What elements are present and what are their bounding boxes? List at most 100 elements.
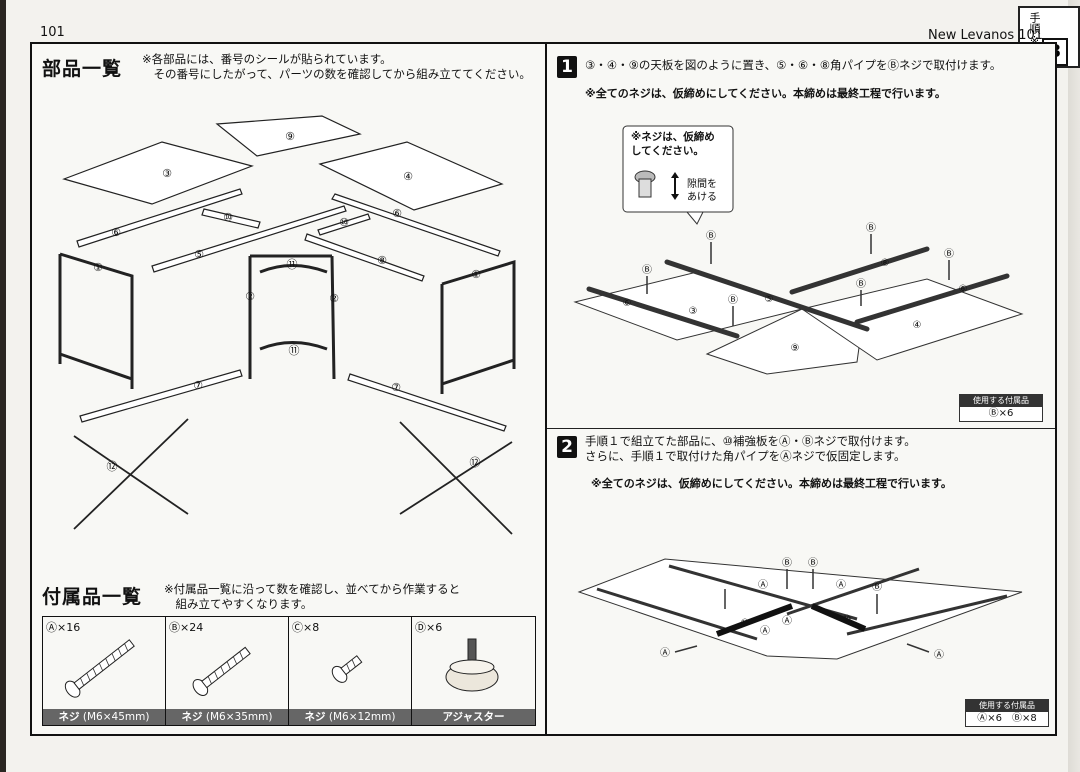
- step1-diagram: Ⓑ Ⓑ Ⓑ Ⓑ Ⓑ Ⓑ ⑧ ⑤ ⑥ ⑥ ③ ④ ⑨: [573, 125, 1024, 375]
- parts-diagram: ⑨ ③ ④ ⑩ ⑥ ⑩ ⑥ ⑤ ⑪ ⑧ ① ② ② ① ⑪ ⑦ ⑦ ⑫ ⑫: [58, 115, 516, 535]
- frame-1-left: [58, 252, 134, 389]
- accessory-d: Ⓓ×6 アジャスター: [412, 617, 535, 725]
- step1-label: Ⓑ: [728, 294, 738, 306]
- step1-label: ④: [913, 320, 922, 331]
- part-label: ⑨: [285, 130, 295, 143]
- part-label: ⑧: [377, 254, 387, 267]
- s1-pipe-6b: [854, 273, 1010, 325]
- accessory-name: アジャスター: [442, 711, 505, 723]
- s1-board-4: [800, 278, 1024, 361]
- step1-label: Ⓑ: [866, 222, 876, 234]
- pipe-6a: [76, 188, 243, 248]
- accessory-spec: (M6×12mm): [328, 711, 396, 723]
- part-label: ④: [403, 170, 413, 183]
- step1-label: ⑨: [791, 343, 800, 354]
- accessory-code: Ⓓ×6: [415, 621, 443, 634]
- tip-gap-text: 隙間を あける: [687, 179, 717, 203]
- parts-note: ※各部品には、番号のシールが貼られています。 その番号にしたがって、パーツの数を…: [142, 52, 531, 81]
- part-label: ⑥: [392, 207, 402, 220]
- part-label: ③: [162, 167, 172, 180]
- board-9: [215, 115, 362, 157]
- cross-12a-2: [73, 418, 189, 530]
- pipe-7a: [79, 369, 243, 423]
- step1-label: ⑤: [765, 294, 774, 305]
- step2-label: Ⓐ: [836, 579, 846, 591]
- brace-11-bottom: [259, 341, 328, 351]
- accessories-table: Ⓐ×16 ネジ (M6×45mm) Ⓑ×24 ネジ (M6×35mm) Ⓒ×8 …: [42, 616, 536, 726]
- adjuster-icon: [445, 638, 499, 692]
- part-label: ⑪: [289, 344, 300, 357]
- tip-bubble: [622, 125, 734, 225]
- medium-screw-icon: [192, 646, 251, 696]
- part-label: ⑦: [193, 379, 203, 392]
- step1-label: Ⓑ: [642, 264, 652, 276]
- step1-number: 1: [557, 56, 577, 78]
- part-label: ①: [93, 261, 103, 274]
- step1-text: ③・④・⑨の天板を図のように置き、⑤・⑥・⑧角パイプをⒷネジで取付けます。: [585, 58, 1002, 72]
- plate-10a: [201, 208, 261, 229]
- used-value: Ⓑ×6: [988, 408, 1014, 419]
- pipe-7b: [347, 373, 507, 432]
- step2-used-accessories: 使用する付属品 Ⓐ×6 Ⓑ×8: [965, 699, 1049, 727]
- used-value: Ⓐ×6 Ⓑ×8: [977, 713, 1037, 724]
- short-screw-icon: [331, 655, 363, 683]
- accessory-spec: (M6×35mm): [205, 711, 273, 723]
- step-divider: [547, 428, 1055, 429]
- step2-label: Ⓐ: [758, 579, 768, 591]
- step2-label: Ⓑ: [872, 581, 882, 593]
- page-number: 101: [40, 25, 65, 40]
- part-label: ②: [245, 290, 255, 303]
- accessory-c: Ⓒ×8 ネジ (M6×12mm): [289, 617, 412, 725]
- used-title: 使用する付属品: [966, 700, 1048, 712]
- accessory-a: Ⓐ×16 ネジ (M6×45mm): [43, 617, 166, 725]
- accessory-name: ネジ: [58, 711, 80, 723]
- s1-pipe-5: [664, 259, 870, 332]
- legs-2: [248, 254, 336, 380]
- part-label: ⑩: [339, 216, 349, 229]
- step1-label: ⑥: [959, 284, 968, 295]
- step2-label: Ⓐ: [760, 625, 770, 637]
- pipe-5: [151, 205, 347, 273]
- part-label: ⑫: [470, 456, 481, 469]
- frame-1-right: [440, 259, 516, 394]
- step1-label: ③: [689, 306, 698, 317]
- step2-label: Ⓐ: [660, 647, 670, 659]
- step1-label: Ⓑ: [944, 248, 954, 260]
- step2-label: ⑩: [843, 614, 852, 625]
- part-label: ⑩: [223, 211, 233, 224]
- part-label: ①: [471, 268, 481, 281]
- pipe-6b: [331, 193, 501, 257]
- step1-label: Ⓑ: [856, 278, 866, 290]
- board-4: [318, 141, 504, 211]
- part-label: ⑦: [391, 381, 401, 394]
- part-label: ⑪: [287, 258, 298, 271]
- cross-12b-2: [399, 441, 513, 515]
- step1-used-accessories: 使用する付属品 Ⓑ×6: [959, 394, 1043, 422]
- step2-label: Ⓐ: [934, 649, 944, 661]
- pipe-8: [304, 233, 425, 282]
- step1-warning: ※全てのネジは、仮締めにしてください。本締めは最終工程で行います。: [585, 87, 946, 100]
- steps-panel: 1 ③・④・⑨の天板を図のように置き、⑤・⑥・⑧角パイプをⒷネジで取付けます。 …: [545, 42, 1057, 736]
- step2-label: Ⓐ: [782, 615, 792, 627]
- step2-label: ⑩: [741, 618, 750, 629]
- step2-warning: ※全てのネジは、仮締めにしてください。本締めは最終工程で行います。: [591, 477, 952, 490]
- board-3: [62, 141, 254, 205]
- accessory-code: Ⓐ×16: [46, 621, 81, 634]
- accessories-title: 付属品一覧: [42, 586, 143, 608]
- accessory-spec: (M6×45mm): [82, 711, 150, 723]
- part-label: ⑫: [107, 460, 118, 473]
- part-label: ⑤: [194, 248, 204, 261]
- used-title: 使用する付属品: [960, 395, 1042, 407]
- accessory-name: ネジ: [304, 711, 326, 723]
- step2-label: Ⓑ: [782, 557, 792, 569]
- accessories-note: ※付属品一覧に沿って数を確認し、並べてから作業すると 組み立てやすくなります。: [164, 582, 461, 611]
- part-label: ⑥: [111, 226, 121, 239]
- step2-number: 2: [557, 436, 577, 458]
- product-brand: New Levanos 101: [928, 28, 1044, 43]
- step2-label: Ⓑ: [808, 557, 818, 569]
- step2-text: 手順１で組立てた部品に、⑩補強板をⒶ・Ⓑネジで取付けます。 さらに、手順１で取付…: [585, 434, 916, 463]
- accessory-name: ネジ: [181, 711, 203, 723]
- parts-panel: 部品一覧 ※各部品には、番号のシールが貼られています。 その番号にしたがって、パ…: [30, 42, 548, 736]
- long-screw-icon: [64, 639, 135, 698]
- plate-10b: [317, 213, 371, 236]
